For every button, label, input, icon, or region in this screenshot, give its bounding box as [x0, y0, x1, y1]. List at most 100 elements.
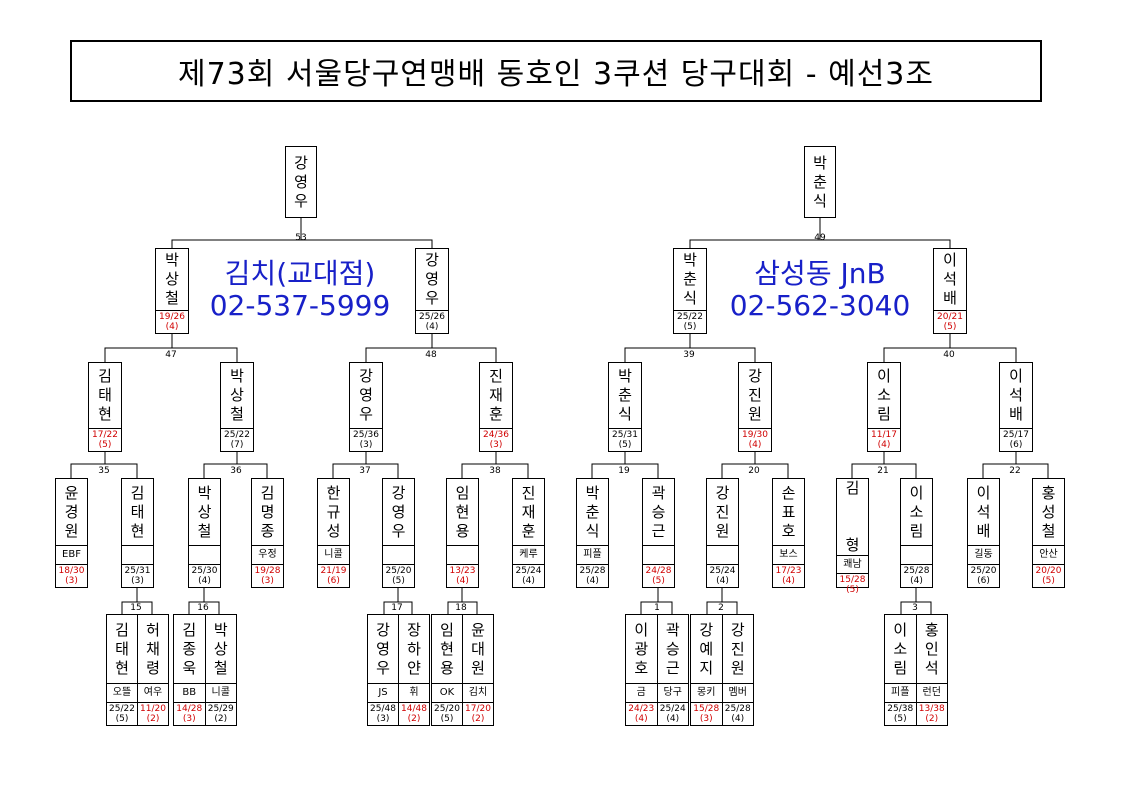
sponsor-phone: 02-562-3040: [729, 289, 911, 322]
name-char: 근: [665, 658, 680, 677]
club-name: 당구: [657, 683, 688, 702]
score-value: 13/23: [449, 566, 476, 576]
score: 13/38(2): [916, 702, 947, 725]
club-name: 런던: [916, 683, 947, 702]
sponsor-name: 김치(교대점): [224, 257, 376, 290]
name-char: 배: [943, 289, 957, 307]
score-value: 19/30: [742, 430, 768, 440]
innings: (7): [230, 440, 244, 450]
score-value: 24/36: [483, 430, 509, 440]
score: 17/23(4): [773, 564, 804, 587]
name-char: 김: [130, 483, 145, 502]
innings: (2): [407, 714, 421, 724]
score-value: 25/24: [709, 566, 736, 576]
name-char: 춘: [813, 172, 827, 191]
score: 19/26(4): [156, 310, 188, 333]
name-char: 춘: [618, 386, 632, 404]
score: 25/30(4): [189, 564, 220, 587]
score-value: 25/20: [385, 566, 412, 576]
name-char: 영: [391, 502, 406, 521]
name-char: 진: [730, 639, 745, 658]
name-char: 김: [115, 620, 129, 639]
name-char: 김: [260, 483, 275, 502]
innings: (5): [652, 576, 665, 586]
score-value: 14/48: [401, 704, 427, 714]
name-char: 한: [326, 483, 341, 502]
match-number: 2: [718, 603, 724, 613]
name-char: 김: [98, 367, 112, 385]
score-value: 14/28: [176, 704, 203, 714]
innings: (5): [683, 322, 697, 332]
match-number: 20: [748, 466, 760, 476]
score: 14/48(2): [399, 702, 429, 725]
name-char: 명: [260, 502, 275, 521]
name-char: 상: [230, 386, 244, 404]
name-char: 우: [294, 191, 308, 210]
score: 11/17(4): [868, 428, 900, 451]
name-char: 원: [715, 521, 730, 540]
name-char: 인: [924, 639, 939, 658]
name-char: 박: [197, 483, 212, 502]
name-char: 욱: [182, 658, 197, 677]
name-char: 강: [699, 620, 714, 639]
name-char: 현: [440, 639, 454, 658]
club-name: 니콜: [205, 683, 236, 702]
score: 17/20(2): [463, 702, 493, 725]
score: 15/28(5): [837, 573, 868, 596]
club-name: [383, 545, 414, 564]
name-char: 장: [407, 620, 421, 639]
score-value: 25/22: [224, 430, 250, 440]
club-name: 피플: [577, 545, 608, 564]
club-name: JS: [368, 683, 398, 702]
name-char: 철: [197, 521, 212, 540]
name-char: 소: [893, 639, 908, 658]
score: 13/23(4): [447, 564, 478, 587]
name-char: 호: [634, 658, 649, 677]
innings: (5): [846, 585, 859, 595]
club-name: 멤버: [722, 683, 753, 702]
score: 14/28(3): [174, 702, 205, 725]
name-char: 이: [877, 367, 891, 385]
name-char: 원: [748, 405, 762, 423]
name-char: 춘: [683, 270, 697, 288]
match-number: 48: [425, 350, 437, 360]
score-value: 25/30: [191, 566, 218, 576]
innings: (5): [98, 440, 112, 450]
name-char: 이: [893, 620, 908, 639]
score: 25/26(4): [416, 310, 448, 333]
score: 25/20(5): [432, 702, 462, 725]
name-char: 강: [748, 367, 762, 385]
name-char: 강: [376, 620, 390, 639]
club-name: OK: [432, 683, 462, 702]
name-char: 허: [146, 620, 160, 639]
name-char: 상: [165, 270, 179, 288]
name-char: 이: [1009, 367, 1023, 385]
match-number: 15: [130, 603, 142, 613]
innings: (4): [198, 576, 211, 586]
name-char: 강: [294, 153, 308, 172]
name-char: 광: [634, 639, 649, 658]
score-value: 17/22: [92, 430, 118, 440]
score: 20/20(5): [1033, 564, 1064, 587]
score: 25/48(3): [368, 702, 398, 725]
score-value: 19/26: [159, 312, 185, 322]
